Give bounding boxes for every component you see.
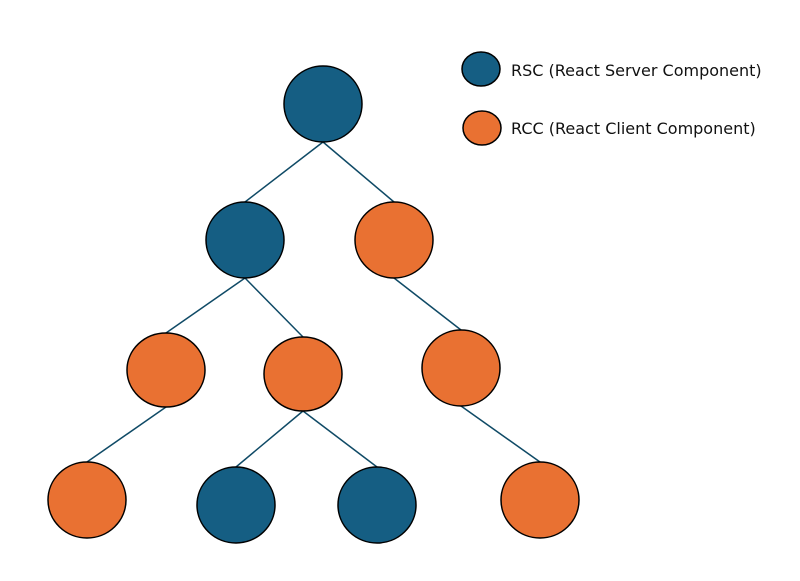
legend: RSC (React Server Component) RCC (React …	[461, 51, 762, 146]
edge-root-to-l1-left	[244, 141, 324, 203]
legend-swatch-rcc	[462, 110, 502, 146]
edge-l2-a-to-l3-a	[86, 406, 167, 463]
edge-l1-left-to-l2-b	[244, 277, 304, 338]
edge-l2-b-to-l3-b	[235, 410, 304, 468]
legend-label-rcc: RCC (React Client Component)	[511, 119, 756, 138]
edge-l2-b-to-l3-c	[302, 410, 378, 468]
edge-l1-left-to-l2-a	[165, 277, 246, 334]
node-root-rsc	[283, 65, 363, 143]
node-l2-c-rcc	[421, 329, 501, 407]
edge-root-to-l1-right	[322, 141, 395, 203]
legend-item-rcc: RCC (React Client Component)	[462, 110, 756, 146]
node-l3-a-rcc	[47, 461, 127, 539]
node-l1-right-rcc	[354, 201, 434, 279]
node-l2-a-rcc	[126, 332, 206, 408]
node-l3-c-rsc	[337, 466, 417, 544]
node-l1-left-rsc	[205, 201, 285, 279]
edge-l1-right-to-l2-c	[393, 277, 462, 331]
legend-swatch-rsc	[461, 51, 501, 87]
tree-edges	[86, 141, 541, 468]
tree-nodes	[47, 65, 580, 544]
legend-label-rsc: RSC (React Server Component)	[511, 61, 762, 80]
node-l3-b-rsc	[196, 466, 276, 544]
node-l2-b-rcc	[263, 336, 343, 412]
edge-l2-c-to-l3-d	[460, 405, 541, 463]
legend-item-rsc: RSC (React Server Component)	[461, 51, 762, 87]
node-l3-d-rcc	[500, 461, 580, 539]
